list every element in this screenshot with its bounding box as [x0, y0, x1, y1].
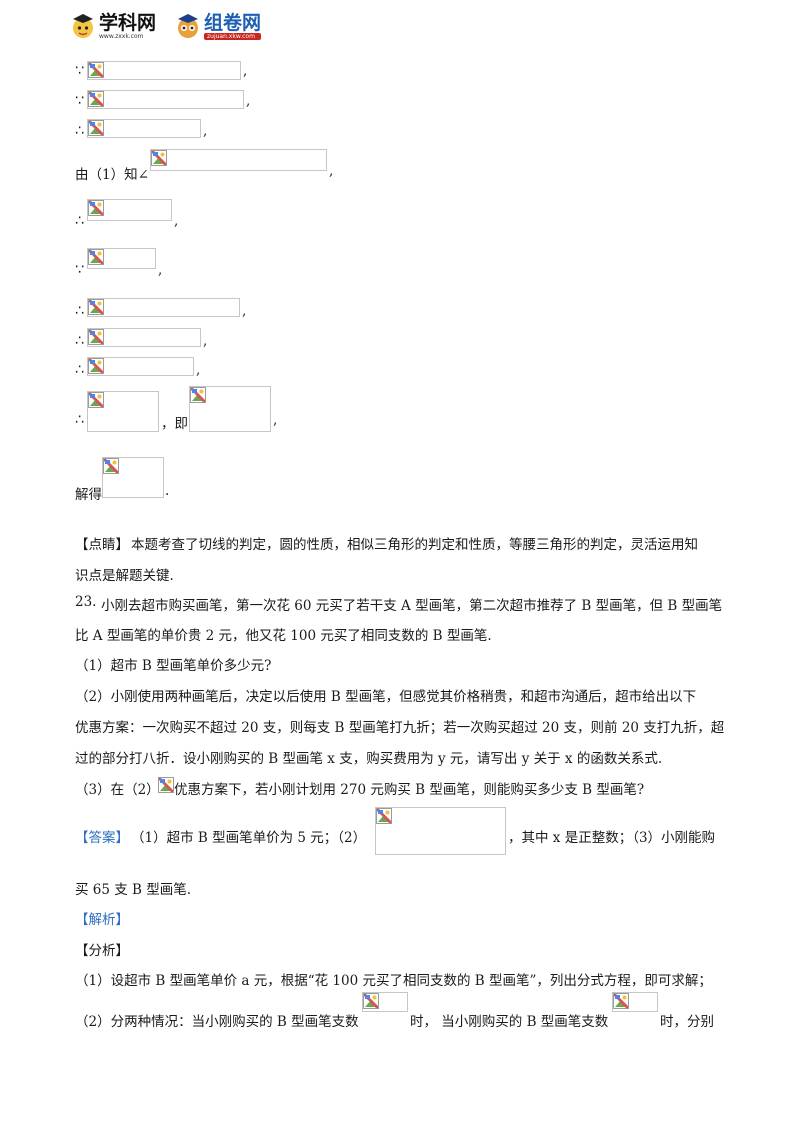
- formula-image: [189, 386, 271, 432]
- analysis-text: 时，分别: [660, 1014, 714, 1030]
- broken-image-icon: [88, 120, 104, 136]
- owl-icon: [178, 14, 198, 38]
- broken-image-icon: [88, 329, 104, 345]
- question-part-2: 过的部分打八折．设小刚购买的 B 型画笔 x 支，购买费用为 y 元，请写出 y…: [75, 751, 663, 767]
- answer-text: 买 65 支 B 型画笔.: [75, 882, 192, 898]
- proof-text: 由（1）知∠: [75, 167, 149, 183]
- broken-image-icon: [190, 387, 206, 403]
- formula-image: [375, 807, 506, 855]
- answer-label: 【答案】: [75, 830, 129, 846]
- therefore-symbol: ∴: [75, 333, 84, 349]
- question-part-3: （3）在（2）: [75, 782, 160, 798]
- question-part-3: 优惠方案下，若小刚计划用 270 元购买 B 型画笔，则能购买多少支 B 型画笔…: [174, 782, 645, 798]
- punctuation: ,: [242, 303, 247, 319]
- formula-image: [87, 328, 201, 347]
- logo-zujuan: 组卷网 zujuan.xkw.com: [175, 8, 262, 44]
- punctuation: ,: [203, 333, 208, 349]
- because-symbol: ∵: [75, 262, 84, 278]
- formula-image: [87, 298, 240, 317]
- analysis-sub-label: 【分析】: [75, 943, 129, 959]
- formula-image: [102, 457, 164, 498]
- logo-right-url: zujuan.xkw.com: [204, 32, 262, 40]
- therefore-symbol: ∴: [75, 213, 84, 229]
- because-symbol: ∵: [75, 63, 84, 79]
- punctuation: ,: [246, 93, 251, 109]
- broken-image-icon: [376, 808, 392, 824]
- broken-image-icon: [88, 249, 104, 265]
- broken-image-icon: [363, 993, 379, 1009]
- formula-image: [87, 391, 159, 432]
- question-text: 比 A 型画笔的单价贵 2 元，他又花 100 元买了相同支数的 B 型画笔.: [75, 628, 492, 644]
- comment-text: 识点是解题关键.: [75, 568, 174, 584]
- broken-image-icon: [88, 358, 104, 374]
- formula-image: [87, 199, 172, 221]
- formula-image: [87, 357, 194, 376]
- therefore-symbol: ∴: [75, 123, 84, 139]
- broken-image-icon: [613, 993, 629, 1009]
- punctuation: ,: [273, 412, 278, 428]
- broken-image-icon: [88, 62, 104, 78]
- formula-image: [87, 90, 244, 109]
- comment-text: 本题考查了切线的判定，圆的性质，相似三角形的判定和性质，等腰三角形的判定，灵活运…: [131, 537, 698, 553]
- analysis-text: （1）设超市 B 型画笔单价 a 元，根据“花 100 元买了相同支数的 B 型…: [75, 973, 712, 989]
- formula-image: [87, 61, 241, 80]
- logo-left-title: 学科网: [99, 11, 157, 34]
- punctuation: ,: [243, 63, 248, 79]
- punctuation: ,: [174, 213, 179, 229]
- answer-text: （1）超市 B 型画笔单价为 5 元；（2）: [131, 830, 367, 846]
- logo-left-url: www.zxxk.com: [99, 32, 144, 40]
- therefore-symbol: ∴: [75, 303, 84, 319]
- logo-right-title: 组卷网: [204, 11, 262, 34]
- therefore-symbol: ∴: [75, 362, 84, 378]
- question-text: 小刚去超市购买画笔，第一次花 60 元买了若干支 A 型画笔，第二次超市推荐了 …: [101, 598, 723, 614]
- broken-image-icon: [88, 91, 104, 107]
- therefore-symbol: ∴: [75, 412, 84, 428]
- punctuation: ,: [196, 362, 201, 378]
- because-symbol: ∵: [75, 93, 84, 109]
- answer-text: ，其中 x 是正整数；（3）小刚能购: [508, 830, 716, 846]
- analysis-label: 【解析】: [75, 912, 129, 928]
- broken-image-icon: [88, 392, 104, 408]
- formula-image: [362, 992, 408, 1012]
- broken-image-icon: [158, 777, 174, 793]
- broken-image-icon: [88, 299, 104, 315]
- formula-image: [150, 149, 327, 171]
- formula-image: [87, 248, 156, 269]
- question-part-1: （1）超市 B 型画笔单价多少元?: [75, 658, 272, 674]
- logo-zxxk: 学科网 www.zxxk.com: [70, 8, 156, 44]
- broken-image-icon: [151, 150, 167, 166]
- punctuation: ,: [329, 163, 334, 179]
- question-number: 23.: [75, 594, 97, 610]
- punctuation: ,: [158, 262, 163, 278]
- analysis-text: 时， 当小刚购买的 B 型画笔支数: [410, 1014, 609, 1030]
- formula-image: [87, 119, 201, 138]
- proof-text: ，即: [161, 416, 188, 432]
- question-part-2: （2）小刚使用两种画笔后，决定以后使用 B 型画笔，但感觉其价格稍贵，和超市沟通…: [75, 689, 697, 705]
- comment-label: 【点睛】: [75, 537, 129, 553]
- punctuation: ,: [203, 123, 208, 139]
- formula-image: [612, 992, 658, 1012]
- proof-text: 解得: [75, 487, 102, 503]
- analysis-text: （2）分两种情况：当小刚购买的 B 型画笔支数: [75, 1014, 359, 1030]
- broken-image-icon: [88, 200, 104, 216]
- mascot-icon: [73, 14, 93, 38]
- broken-image-icon: [103, 458, 119, 474]
- question-part-2: 优惠方案：一次购买不超过 20 支，则每支 B 型画笔打九折；若一次购买超过 2…: [75, 720, 725, 736]
- punctuation: .: [165, 483, 170, 499]
